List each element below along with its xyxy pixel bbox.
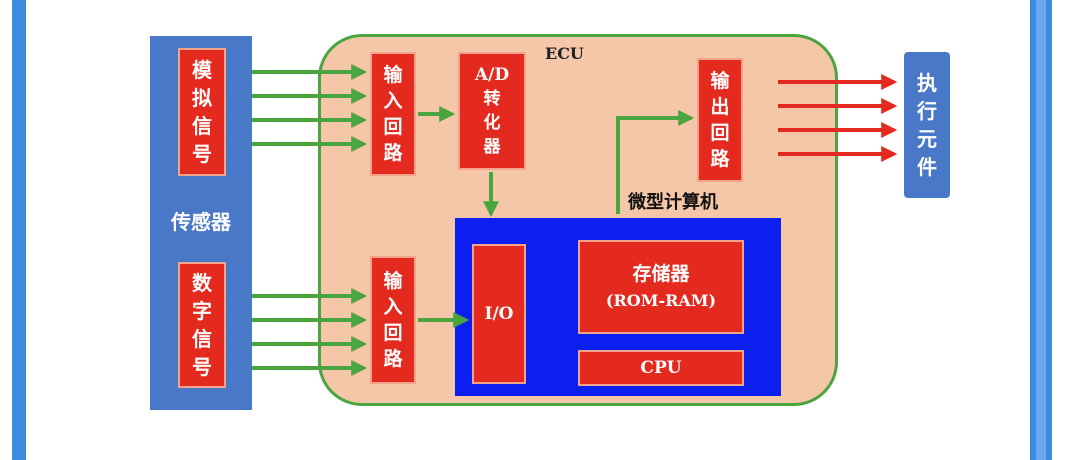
ad-converter-line2: 转化器	[483, 89, 501, 157]
right-frame-inner-bar	[1036, 0, 1046, 460]
input-circuit-top-box: 输入回路	[370, 52, 416, 176]
output-to-actuator-arrows	[778, 74, 898, 162]
ad-converter-box: A/D 转化器	[458, 52, 526, 170]
ecu-label: ECU	[545, 44, 584, 63]
input-circuit-bottom-box: 输入回路	[370, 256, 416, 384]
analog-signal-box: 模拟信号	[178, 48, 226, 176]
memory-label-line1: 存储器	[632, 263, 690, 285]
cpu-label: CPU	[640, 358, 682, 378]
memory-box: 存储器 (ROM-RAM)	[578, 240, 744, 334]
analog-signal-arrows	[252, 64, 368, 152]
actuator-label: 执行元件	[917, 71, 937, 179]
digital-signal-box: 数字信号	[178, 262, 226, 388]
actuator-box: 执行元件	[904, 52, 950, 198]
left-frame-bar	[12, 0, 26, 460]
input-circuit-bottom-label: 输入回路	[383, 270, 403, 370]
analog-signal-label: 模拟信号	[192, 58, 212, 166]
digital-signal-arrows	[252, 288, 368, 376]
ad-converter-line1: A/D	[474, 65, 510, 85]
output-circuit-label: 输出回路	[710, 70, 730, 170]
output-circuit-box: 输出回路	[697, 58, 743, 182]
cpu-box: CPU	[578, 350, 744, 386]
sensor-label: 传感器	[171, 210, 231, 234]
memory-label-line2: (ROM-RAM)	[605, 291, 717, 310]
computer-to-output-arrow	[616, 110, 695, 214]
digital-signal-label: 数字信号	[192, 271, 212, 379]
microcomputer-label: 微型计算机	[628, 192, 718, 213]
input-circuit-top-label: 输入回路	[383, 64, 403, 164]
io-label: I/O	[484, 304, 514, 324]
io-box: I/O	[472, 244, 526, 384]
